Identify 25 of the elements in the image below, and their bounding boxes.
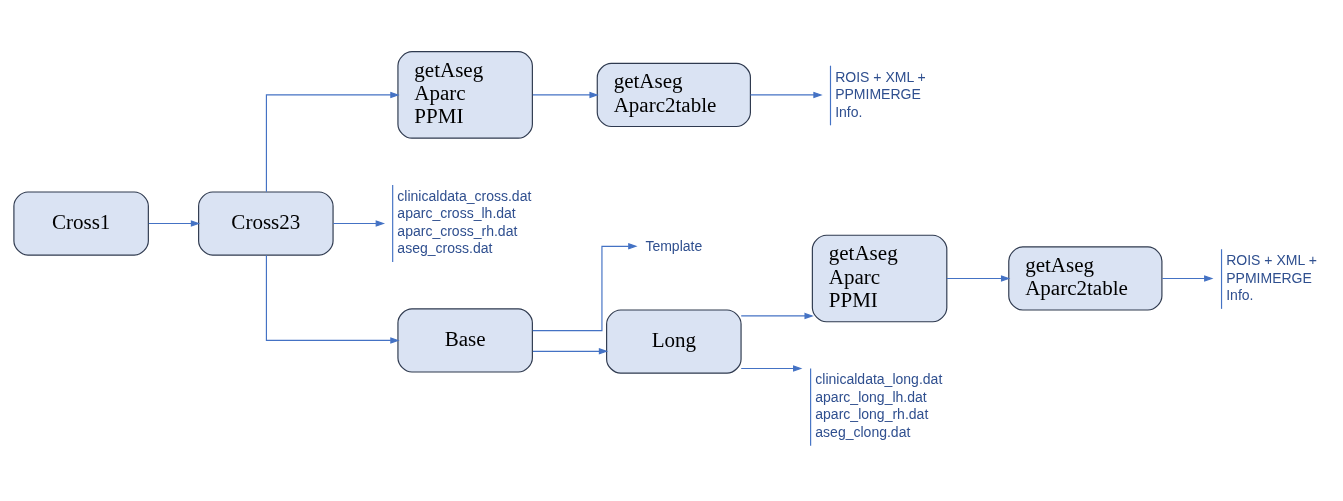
node-box: Cross1 xyxy=(13,190,149,256)
arrow xyxy=(148,219,201,227)
node-box: getAseg Aparc PPMI xyxy=(811,234,948,322)
node-box: getAseg Aparc2table xyxy=(596,62,751,127)
arrow xyxy=(532,242,638,331)
node-box: Cross23 xyxy=(198,190,334,256)
arrow xyxy=(532,347,609,355)
arrow xyxy=(740,312,814,319)
arrow xyxy=(265,254,400,344)
arrow xyxy=(1161,274,1214,282)
arrow xyxy=(265,91,400,192)
node-box: Base xyxy=(397,307,533,373)
node-text: clinicaldata_long.dat aparc_long_lh.dat aparc_long_rh.dat aseg_clong.dat xyxy=(815,370,943,440)
arrow xyxy=(740,364,803,372)
arrow xyxy=(532,91,599,98)
node-box: Long xyxy=(606,308,742,374)
arrow xyxy=(332,219,386,227)
node-text: Template xyxy=(645,237,703,254)
arrow xyxy=(749,91,823,98)
arrow xyxy=(946,274,1011,282)
node-box: getAseg Aparc2table xyxy=(1008,245,1163,311)
node-box: getAseg Aparc PPMI xyxy=(397,50,533,139)
node-text: ROIS + XML + PPMIMERGE Info. xyxy=(1226,251,1317,303)
node-text: clinicaldata_cross.dat aparc_cross_lh.dat aparc_cross_rh.dat aseg_cross.dat xyxy=(397,187,532,256)
node-text: ROIS + XML + PPMIMERGE Info. xyxy=(835,68,926,120)
